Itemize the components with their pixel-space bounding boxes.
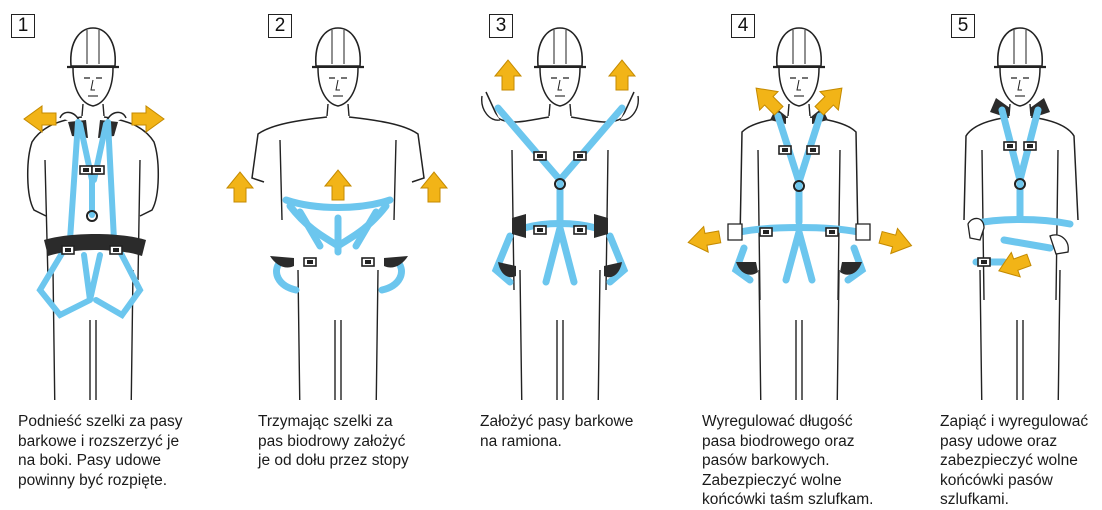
step-4-panel: 4 Wyregulować długość pasa biodrowego or…: [670, 0, 920, 509]
step-caption: Wyregulować długość pasa biodrowego oraz…: [702, 412, 873, 510]
arrow-left-icon: [686, 224, 722, 255]
helmet-icon: [298, 28, 378, 400]
arrow-right-icon: [132, 106, 164, 132]
arrow-up-icon: [325, 170, 351, 200]
arrow-up-icon: [495, 60, 521, 90]
step-4-figure: [670, 0, 920, 400]
step-2-panel: 2 Trzymając szelki za pas biodrowy założ…: [220, 0, 450, 509]
arrow-right-icon: [877, 225, 915, 258]
step-5-figure: [920, 0, 1102, 400]
step-3-panel: 3 Założyć pasy barkowe na ramiona.: [450, 0, 670, 509]
step-3-figure: [450, 0, 670, 400]
arrow-left-icon: [24, 106, 56, 132]
arrow-up-icon: [421, 172, 447, 202]
step-caption: Założyć pasy barkowe na ramiona.: [480, 412, 633, 451]
step-2-figure: [220, 0, 450, 400]
step-1-panel: 1 Podnieść szelki za pasy barkowe i rozs…: [0, 0, 220, 509]
step-caption: Trzymając szelki za pas biodrowy założyć…: [258, 412, 409, 471]
arrow-up-icon: [609, 60, 635, 90]
step-1-figure: [0, 0, 220, 400]
step-caption: Zapiąć i wyregulować pasy udowe oraz zab…: [940, 412, 1088, 510]
step-5-panel: 5 Zapiąć i wyregulować pasy udowe oraz z…: [920, 0, 1102, 509]
arrow-up-icon: [227, 172, 253, 202]
step-caption: Podnieść szelki za pasy barkowe i rozsze…: [18, 412, 183, 490]
